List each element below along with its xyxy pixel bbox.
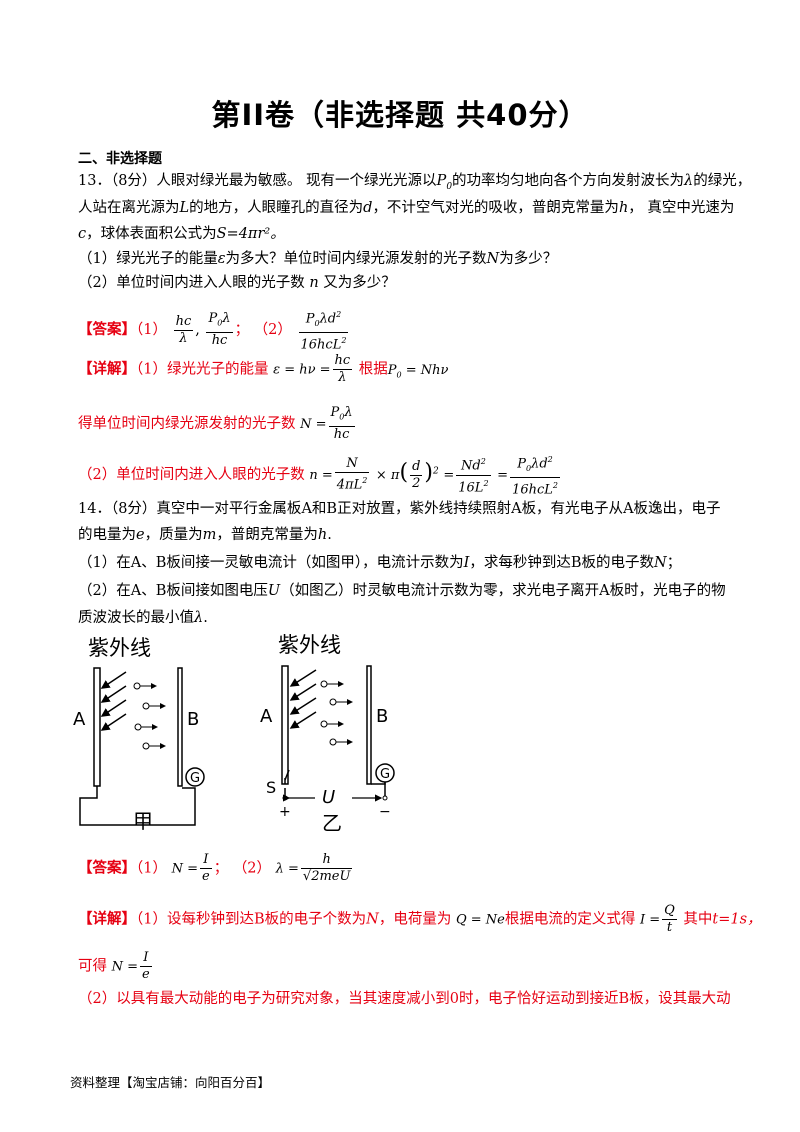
uv-label-yi: 紫外线 bbox=[278, 633, 341, 657]
q14-line2: 的电量为e，质量为m，普朗克常量为h. bbox=[78, 527, 332, 543]
q14-sub3: 质波波长的最小值λ. bbox=[78, 610, 208, 626]
galvanometer-label-jia: G bbox=[190, 771, 200, 786]
galvanometer-label-yi: G bbox=[380, 767, 390, 782]
footer-note: 资料整理【淘宝店铺：向阳百分百】 bbox=[70, 1075, 271, 1090]
label-s: S bbox=[266, 778, 276, 797]
galvanometer-jia bbox=[185, 767, 205, 787]
label-b-jia: B bbox=[187, 709, 199, 730]
section-heading: 二、非选择题 bbox=[78, 151, 162, 167]
label-plus: + bbox=[279, 804, 291, 820]
label-minus: − bbox=[379, 804, 391, 820]
page-title: 第II卷（非选择题 共40分） bbox=[211, 98, 589, 132]
electrons bbox=[133, 682, 166, 750]
plate-b-yi bbox=[366, 665, 372, 785]
q13-line1: 13．（8分）人眼对绿光最为敏感。 现有一个绿光光源以P0的功率均匀地向各个方向… bbox=[78, 173, 752, 192]
switch-s bbox=[284, 769, 290, 781]
plate-a-yi bbox=[281, 665, 289, 785]
label-a-jia: A bbox=[73, 709, 86, 730]
uv-rays-yi bbox=[289, 669, 317, 729]
label-b-yi: B bbox=[376, 706, 388, 727]
electrons-yi bbox=[320, 680, 353, 746]
q14-detail-1: 【详解】（1）设每秒钟到达B板的电子个数为N，电荷量为 Q = Ne根据电流的定… bbox=[78, 903, 762, 935]
caption-yi: 乙 bbox=[322, 811, 342, 835]
q13-line2: 人站在离光源为L的地方，人眼瞳孔的直径为d，不计空气对光的吸收，普朗克常量为h，… bbox=[78, 200, 735, 216]
plate-a bbox=[93, 667, 101, 787]
caption-jia: 甲 bbox=[133, 809, 153, 833]
uv-rays bbox=[100, 671, 127, 731]
label-u: U bbox=[322, 787, 335, 808]
circuit-yi: 紫外线 A B S G U + − 乙 bbox=[260, 633, 395, 835]
q13-sub2: （2）单位时间内进入人眼的光子数 n 又为多少？ bbox=[78, 275, 396, 291]
q14-detail-3: （2）以具有最大动能的电子为研究对象，当其速度减小到0时，电子恰好运动到接近B板… bbox=[78, 991, 731, 1007]
label-a-yi: A bbox=[260, 706, 273, 727]
q14-line1: 14．（8分）真空中一对平行金属板A和B正对放置，紫外线持续照射A板，有光电子从… bbox=[78, 501, 721, 517]
circuit-jia: 紫外线 A B G 甲 bbox=[73, 636, 205, 833]
q13-line3: c，球体表面积公式为S=4πr²。 bbox=[78, 226, 285, 242]
uv-label: 紫外线 bbox=[88, 636, 151, 660]
q14-sub2: （2）在A、B板间接如图电压U（如图乙）时灵敏电流计示数为零，求光电子离开A板时… bbox=[78, 583, 726, 599]
circuit-figure: 紫外线 A B G 甲 紫外线 bbox=[73, 633, 395, 835]
wire-jia bbox=[79, 786, 196, 826]
q13-sub1: （1）绿光光子的能量ε为多大？单位时间内绿光源发射的光子数N为多少？ bbox=[78, 251, 558, 267]
plate-b bbox=[177, 667, 183, 787]
q14-sub1: （1）在A、B板间接一灵敏电流计（如图甲），电流计示数为I，求每秒钟到达B板的电… bbox=[78, 555, 682, 571]
